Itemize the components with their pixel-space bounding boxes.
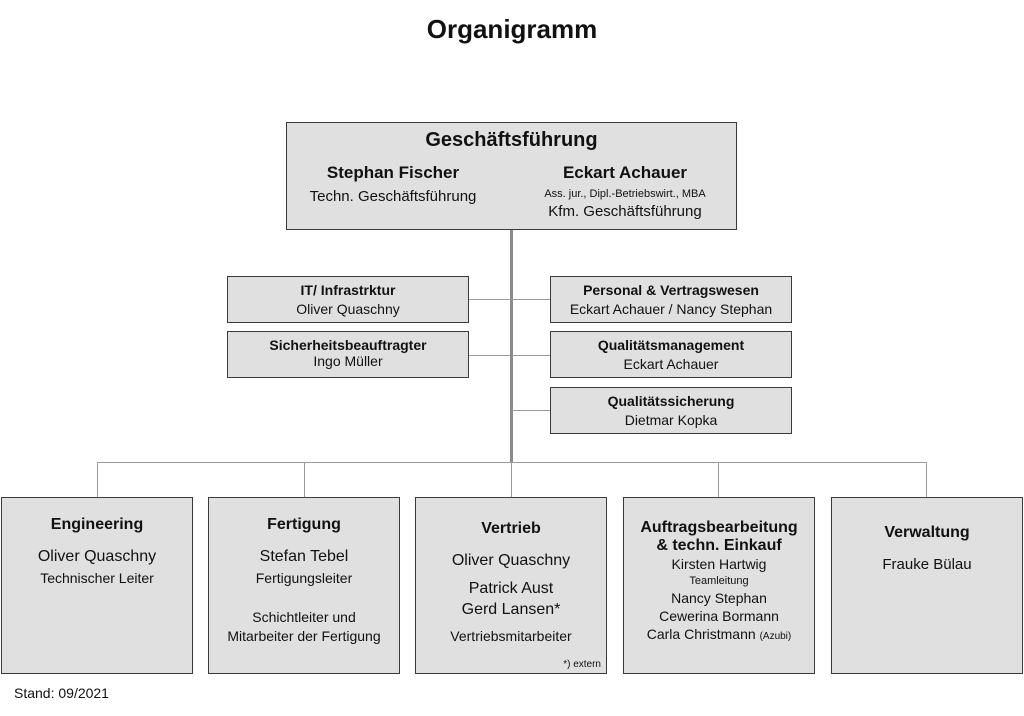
main-trunk-line [510, 229, 513, 462]
person-note: (Azubi) [759, 631, 792, 642]
department-box-engineering: Engineering Oliver Quaschny Technischer … [1, 497, 193, 674]
department-person: Cewerina Bormann [659, 608, 779, 624]
person-role: Kfm. Geschäftsführung [548, 203, 702, 220]
staff-person: Eckart Achauer / Nancy Stephan [569, 301, 773, 317]
staff-connector-it [469, 299, 550, 300]
department-role: Teamleitung [689, 575, 749, 587]
department-box-fertigung: Fertigung Stefan Tebel Fertigungsleiter … [208, 497, 400, 674]
staff-title: IT/ Infrastrktur [300, 282, 396, 298]
department-title-line-1: Auftragsbearbeitung [640, 519, 798, 536]
department-box-vertrieb: Vertrieb Oliver Quaschny Patrick Aust Ge… [415, 497, 607, 674]
department-bus-line [97, 462, 927, 463]
department-box-verwaltung: Verwaltung Frauke Bülau [831, 497, 1023, 674]
staff-connector-qm [512, 355, 550, 356]
staff-title: Personal & Vertragswesen [583, 282, 759, 298]
staff-person: Ingo Müller [313, 353, 383, 369]
department-person: Patrick Aust [468, 580, 554, 597]
staff-title: Qualitätssicherung [607, 393, 735, 409]
drop-line-fertigung [304, 462, 305, 497]
department-role: Vertriebsmitarbeiter [450, 628, 572, 644]
staff-box-qualitaetssicherung: Qualitätssicherung Dietmar Kopka [550, 387, 792, 434]
department-title: Verwaltung [884, 524, 970, 541]
staff-person: Dietmar Kopka [624, 412, 718, 428]
department-person: Frauke Bülau [882, 556, 972, 573]
department-title-line-2: & techn. Einkauf [656, 537, 782, 554]
staff-connector-sicherheit [469, 355, 510, 356]
department-box-auftragsbearbeitung: Auftragsbearbeitung & techn. Einkauf Kir… [623, 497, 815, 674]
staff-title: Sicherheitsbeauftragter [269, 337, 427, 353]
department-title: Vertrieb [481, 520, 541, 537]
department-extra-line-1: Schichtleiter und [252, 609, 356, 625]
department-role: Technischer Leiter [40, 570, 154, 586]
department-person: Kirsten Hartwig [671, 556, 767, 572]
management-box: Geschäftsführung Stephan Fischer Techn. … [286, 122, 737, 230]
department-role: Fertigungsleiter [255, 570, 353, 586]
page-title: Organigramm [426, 14, 598, 44]
department-person: Oliver Quaschny [37, 548, 157, 565]
staff-box-qualitaetsmanagement: Qualitätsmanagement Eckart Achauer [550, 331, 792, 378]
drop-line-verwaltung [926, 462, 927, 497]
staff-box-personal: Personal & Vertragswesen Eckart Achauer … [550, 276, 792, 323]
staff-person: Oliver Quaschny [296, 301, 400, 317]
department-person: Oliver Quaschny [451, 552, 571, 569]
staff-connector-qs [512, 410, 550, 411]
department-footnote: *) extern [563, 659, 601, 670]
status-date: Stand: 09/2021 [14, 685, 109, 701]
drop-line-auftrag [718, 462, 719, 497]
department-person-with-note: Carla Christmann (Azubi) [624, 626, 814, 642]
department-person: Nancy Stephan [671, 590, 767, 606]
staff-box-sicherheit: Sicherheitsbeauftragter Ingo Müller [227, 331, 469, 378]
staff-box-it: IT/ Infrastrktur Oliver Quaschny [227, 276, 469, 323]
person-credentials: Ass. jur., Dipl.-Betriebswirt., MBA [544, 188, 706, 200]
department-person: Stefan Tebel [259, 548, 349, 565]
management-heading: Geschäftsführung [425, 129, 598, 151]
staff-person: Eckart Achauer [623, 356, 719, 372]
department-person: Carla Christmann [646, 626, 756, 642]
management-person-2: Eckart Achauer Ass. jur., Dipl.-Betriebs… [515, 163, 735, 220]
person-name: Eckart Achauer [562, 163, 688, 182]
drop-line-vertrieb [511, 462, 512, 497]
department-title: Fertigung [267, 516, 341, 533]
person-role: Techn. Geschäftsführung [309, 188, 477, 205]
person-name: Stephan Fischer [326, 163, 460, 182]
staff-title: Qualitätsmanagement [597, 337, 745, 353]
drop-line-engineering [97, 462, 98, 497]
management-person-1: Stephan Fischer Techn. Geschäftsführung [295, 163, 491, 205]
department-title: Engineering [50, 516, 144, 533]
department-extra-line-2: Mitarbeiter der Fertigung [227, 628, 381, 644]
department-person: Gerd Lansen* [461, 601, 561, 618]
